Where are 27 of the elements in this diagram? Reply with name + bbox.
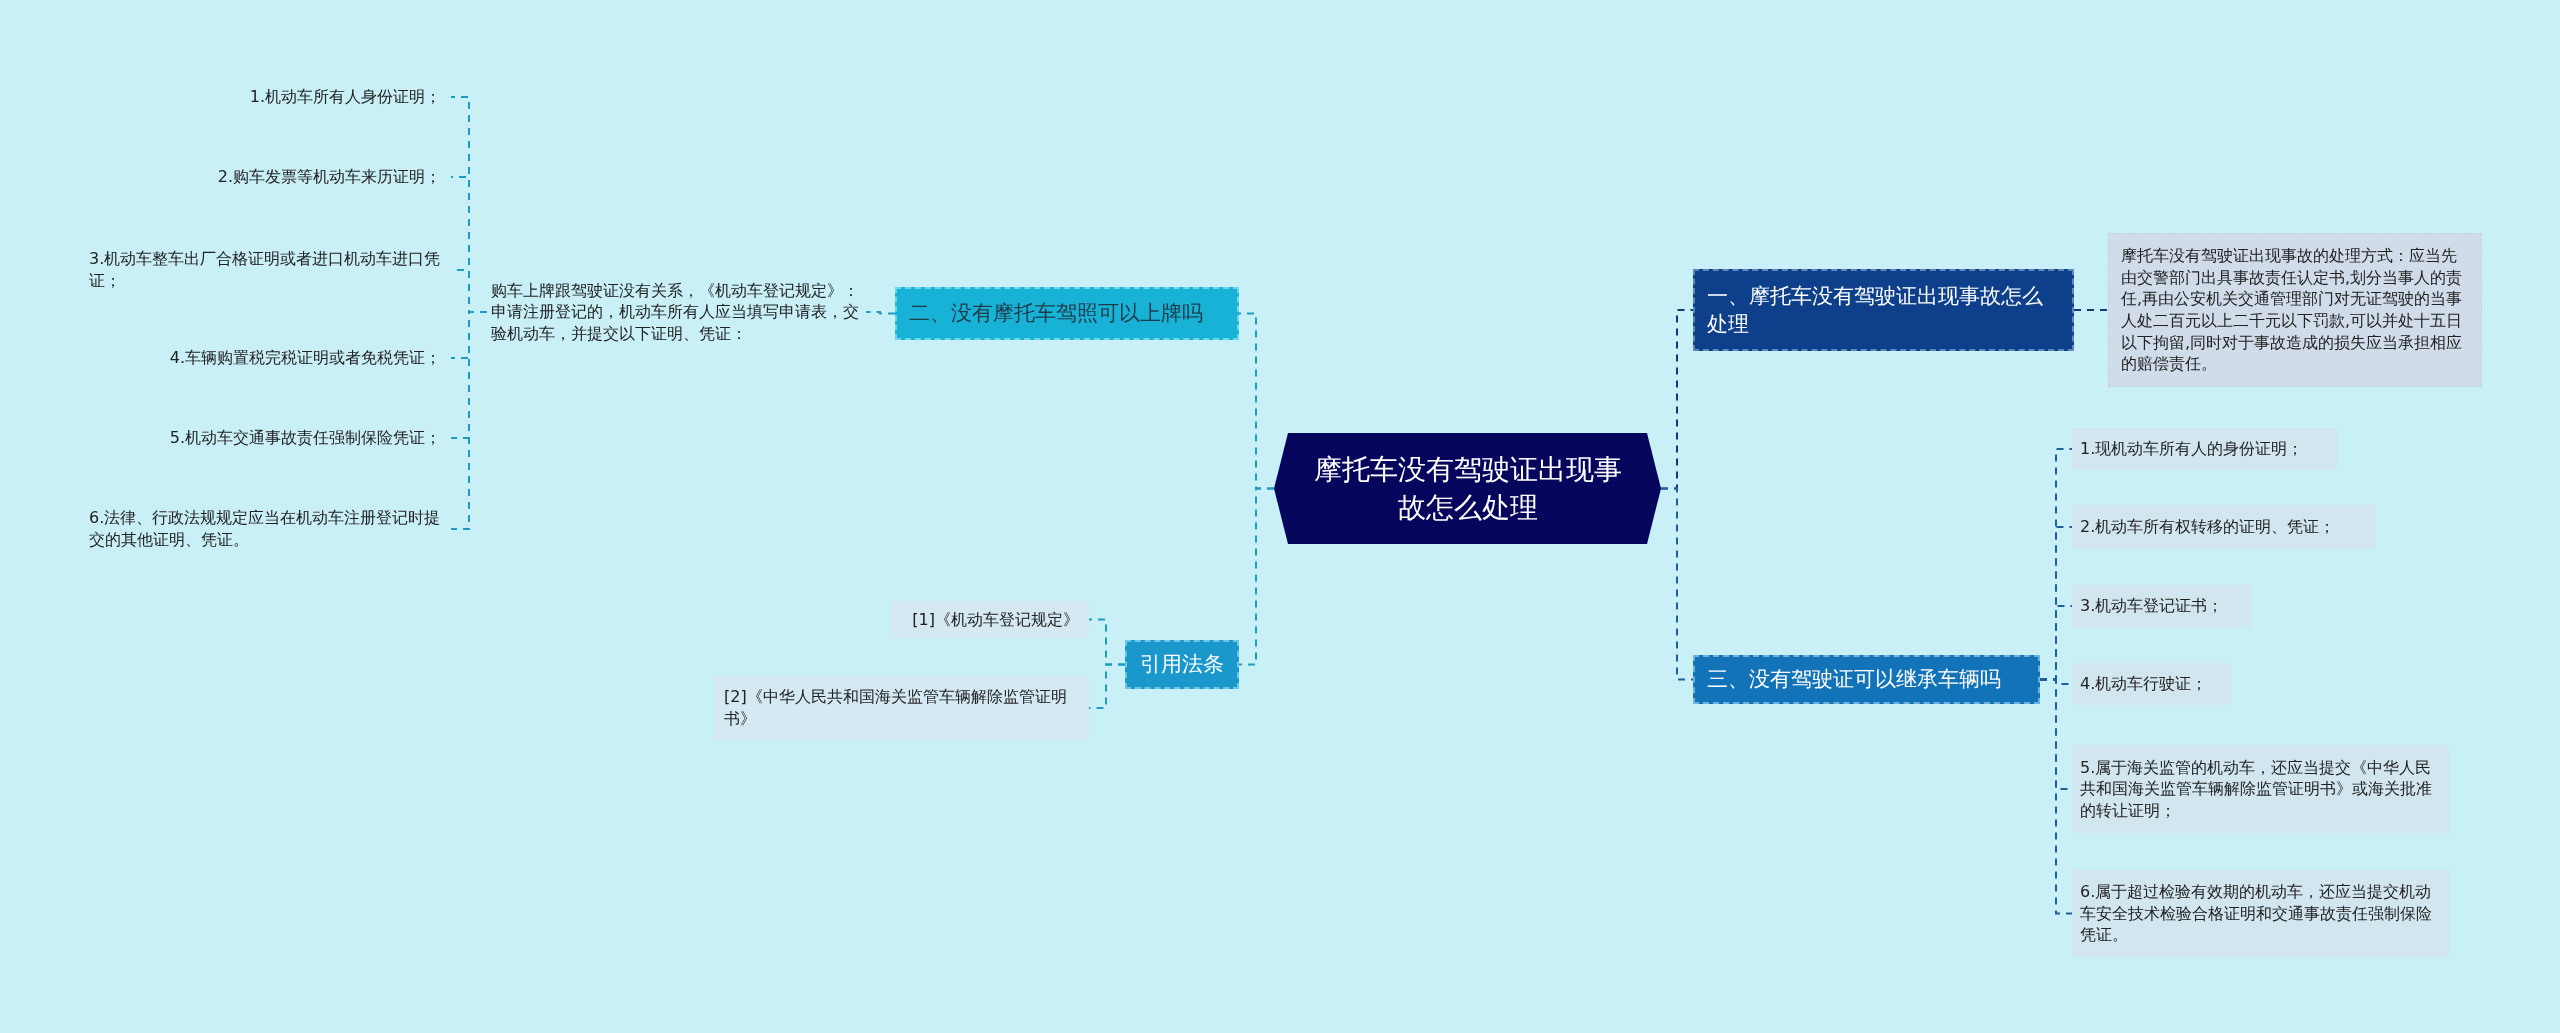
reference-box: [2]《中华人民共和国海关监管车辆解除监管证明书》 xyxy=(714,676,1089,740)
connector-line xyxy=(865,311,896,315)
list-item-box: 5.属于海关监管的机动车，还应当提交《中华人民共和国海关监管车辆解除监管证明书》或海关批准的转让证明； xyxy=(2072,745,2449,833)
connector-line xyxy=(2039,678,2073,915)
list-item-box: 4.机动车行驶证； xyxy=(2072,663,2232,705)
list-item-text: 2.购车发票等机动车来历证明； xyxy=(85,162,445,192)
topic-box: 引用法条 xyxy=(1125,640,1239,689)
list-item-text: 1.机动车所有人身份证明； xyxy=(85,82,445,112)
list-item-text: 6.法律、行政法规规定应当在机动车注册登记时提交的其他证明、凭证。 xyxy=(85,504,445,554)
connector-line xyxy=(2073,309,2109,311)
note-box: 摩托车没有驾驶证出现事故的处理方式：应当先由交警部门出具事故责任认定书,划分当事人的责任,再由公安机关交通管理部门对无证驾驶的当事人处二百元以上二千元以下罚款,可以并处十五日以下拘留,同时对于事故造成的损失应当承担相应的赔偿责任。 xyxy=(2108,233,2482,387)
connector-line xyxy=(1660,487,1694,681)
list-item-text: 4.车辆购置税完税证明或者免税凭证； xyxy=(85,343,445,373)
connector-line xyxy=(1238,487,1275,666)
connector-line xyxy=(450,311,488,530)
list-item-box: 2.机动车所有权转移的证明、凭证； xyxy=(2072,505,2376,549)
central-topic-hexagon: 摩托车没有驾驶证出现事故怎么处理 xyxy=(1274,433,1661,544)
note-text: 购车上牌跟驾驶证没有关系，《机动车登记规定》：申请注册登记的，机动车所有人应当填写申请表，交验机动车，并提交以下证明、凭证： xyxy=(487,261,866,363)
list-item-box: 3.机动车登记证书； xyxy=(2072,585,2252,627)
topic-box: 一、摩托车没有驾驶证出现事故怎么处理 xyxy=(1693,269,2074,351)
list-item-box: 6.属于超过检验有效期的机动车，还应当提交机动车安全技术检验合格证明和交通事故责任强制保险凭证。 xyxy=(2072,870,2449,957)
reference-box: [1]《机动车登记规定》 xyxy=(890,601,1089,638)
list-item-text: 3.机动车整车出厂合格证明或者进口机动车进口凭证； xyxy=(85,245,445,295)
topic-box: 二、没有摩托车驾照可以上牌吗 xyxy=(895,287,1239,340)
list-item-text: 5.机动车交通事故责任强制保险凭证； xyxy=(85,423,445,453)
topic-box: 三、没有驾驶证可以继承车辆吗 xyxy=(1693,655,2040,704)
list-item-box: 1.现机动车所有人的身份证明； xyxy=(2072,428,2337,470)
